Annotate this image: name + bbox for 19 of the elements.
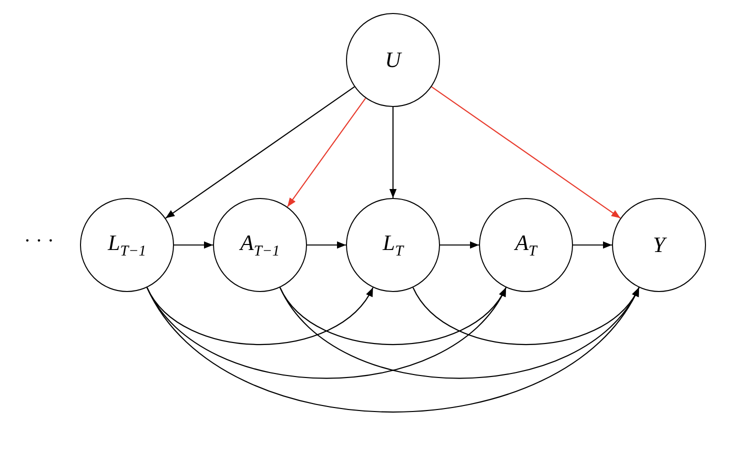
arrow bbox=[412, 287, 640, 345]
arrow bbox=[573, 241, 612, 249]
arrow bbox=[146, 287, 640, 412]
ellipsis-label: · · · bbox=[24, 230, 54, 253]
variable-label: U bbox=[385, 47, 401, 73]
variable-label: A$_{T}$ bbox=[515, 230, 537, 260]
variable-label: L$_{T}$ bbox=[382, 230, 404, 260]
variable-label: A$_{T−1}$ bbox=[240, 230, 280, 260]
arrow bbox=[440, 241, 479, 249]
arrow bbox=[286, 98, 366, 208]
arrow bbox=[174, 241, 213, 249]
variable-label: Y bbox=[652, 232, 666, 258]
arrow bbox=[307, 241, 346, 249]
variable-label: L$_{T−1}$ bbox=[108, 230, 146, 260]
arrow bbox=[431, 86, 621, 219]
arrow bbox=[280, 287, 506, 345]
arrow bbox=[165, 86, 355, 219]
arrow bbox=[146, 287, 374, 345]
arrow bbox=[389, 107, 397, 198]
